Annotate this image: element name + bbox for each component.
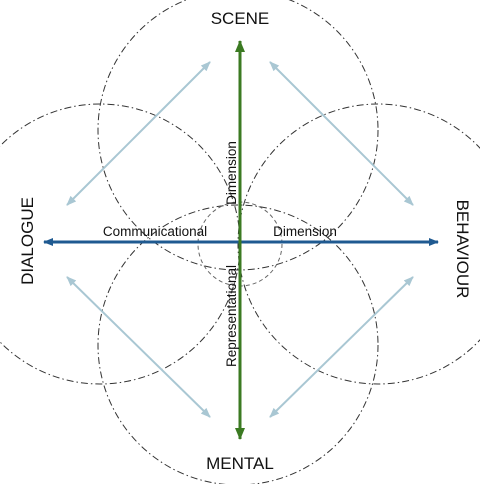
axis-label-dimension-vertical: Dimension bbox=[224, 141, 239, 205]
pole-label-behaviour: BEHAVIOUR bbox=[453, 200, 472, 299]
diagonal-arrow-lower-right bbox=[269, 276, 414, 418]
diagonal-arrow-upper-left bbox=[66, 61, 211, 206]
diagonal-arrow-lower-left bbox=[66, 276, 211, 418]
pole-label-scene: SCENE bbox=[211, 9, 270, 28]
axis-label-representational: Representational bbox=[224, 265, 239, 367]
axis-label-communicational: Communicational bbox=[103, 224, 207, 239]
pole-label-dialogue: DIALOGUE bbox=[18, 197, 37, 285]
behaviour-circle bbox=[237, 103, 480, 385]
axis-label-dimension-horizontal: Dimension bbox=[273, 224, 337, 239]
pole-label-mental: MENTAL bbox=[206, 454, 274, 473]
diagonal-arrow-upper-right bbox=[269, 61, 414, 206]
